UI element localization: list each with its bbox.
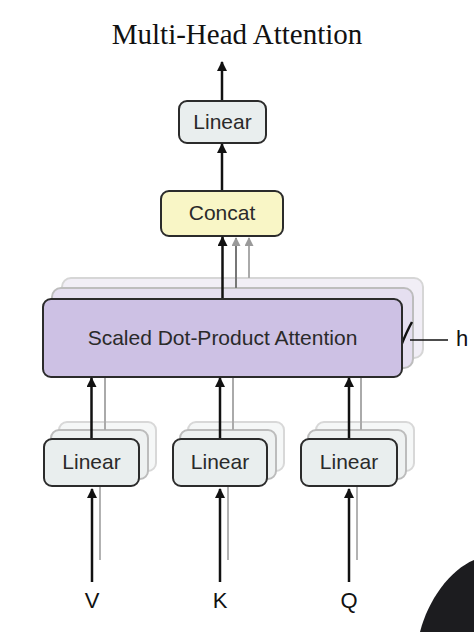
box-label: Linear <box>193 110 251 134</box>
input-arrow <box>91 489 94 582</box>
diagram-title: Multi-Head Attention <box>0 18 474 51</box>
attention-box: Scaled Dot-Product Attention <box>42 298 403 378</box>
head-count-label: h <box>450 326 474 352</box>
box-text-wrap: Scaled Dot-Product Attention <box>88 326 358 350</box>
flow-arrow <box>221 237 224 298</box>
box-label: Scaled Dot-Product Attention <box>88 326 358 350</box>
linear-box: Linear <box>43 438 140 487</box>
box-label: Concat <box>189 201 256 225</box>
input-arrow-faint <box>99 482 101 560</box>
flow-arrow <box>90 378 93 438</box>
output-arrow <box>221 62 224 100</box>
input-label: V <box>77 588 107 614</box>
input-arrow-faint <box>356 482 358 560</box>
flow-arrow <box>221 144 224 190</box>
box-text-wrap: Linear <box>193 110 251 134</box>
faint-arrow <box>104 370 106 430</box>
linear-box: Linear <box>300 438 398 487</box>
input-label: K <box>205 588 235 614</box>
box-label: Linear <box>320 450 378 474</box>
h-leader <box>410 339 448 341</box>
flow-arrow <box>219 378 222 438</box>
flow-arrow <box>348 378 351 438</box>
box-text-wrap: Linear <box>320 450 378 474</box>
input-arrow <box>348 489 351 582</box>
linear-box: Linear <box>172 438 268 487</box>
linear-box: Linear <box>178 100 267 144</box>
concat-box: Concat <box>160 190 284 237</box>
faint-arrow <box>360 370 362 430</box>
box-text-wrap: Linear <box>62 450 120 474</box>
input-arrow <box>219 489 222 582</box>
box-label: Linear <box>191 450 249 474</box>
faint-arrow <box>248 238 250 278</box>
box-text-wrap: Concat <box>189 201 256 225</box>
input-arrow-faint <box>227 482 229 560</box>
presenter-silhouette <box>420 560 474 632</box>
faint-arrow <box>232 370 234 430</box>
faint-arrow <box>235 238 237 288</box>
input-label: Q <box>334 588 364 614</box>
box-text-wrap: Linear <box>191 450 249 474</box>
box-label: Linear <box>62 450 120 474</box>
